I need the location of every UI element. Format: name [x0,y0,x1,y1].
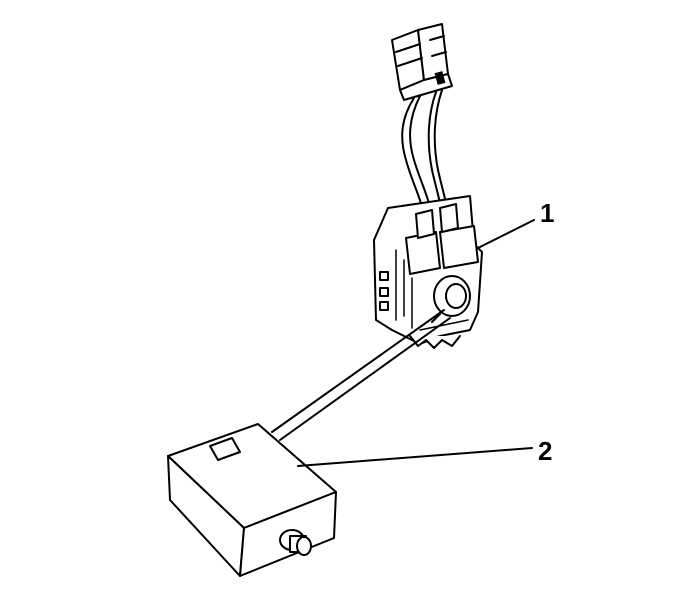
electrical-connector [391,23,453,101]
float-body [167,423,337,577]
callout-1: 1 [477,198,554,249]
callout-number-1: 1 [540,198,554,228]
callout-number-2: 2 [538,436,552,466]
wire-harness [401,89,449,215]
sending-unit-body [373,195,483,349]
callout-2: 2 [297,436,552,467]
float-arm [271,309,451,441]
